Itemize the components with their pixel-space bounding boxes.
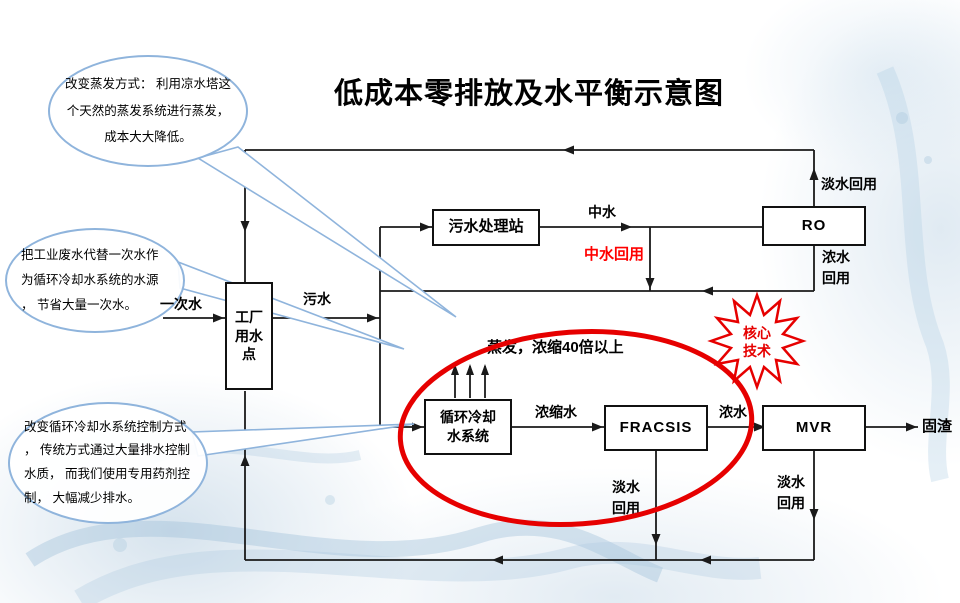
node-label: 水系统	[447, 428, 489, 444]
label-line: 回用	[822, 270, 850, 286]
callout-line: 水质， 而我们使用专用药剂控	[24, 467, 190, 481]
callout-line: ， 节省大量一次水。	[21, 298, 137, 312]
label-reclaimed-water-reuse: 中水回用	[584, 246, 645, 263]
label-line: 淡水	[777, 474, 805, 490]
callout-line: 制， 大幅减少排水。	[24, 490, 140, 505]
label-solid-residue: 固渣	[922, 418, 953, 435]
node-fracsis: FRACSIS	[604, 405, 708, 451]
flow-arrowheads	[213, 145, 917, 565]
node-label: MVR	[795, 418, 833, 436]
label-concentrate: 浓水	[719, 404, 747, 420]
callout-line: 把工业废水代替一次水作	[21, 248, 159, 262]
diagram-title: 低成本零排放及水平衡示意图	[334, 78, 725, 110]
label-concentrate-water: 浓缩水	[535, 404, 577, 420]
node-label: 循环冷却	[440, 409, 496, 426]
label-line: 回用	[612, 500, 640, 516]
node-circulating-cooling-system: 循环冷却 水系统	[424, 399, 512, 455]
node-label: FRACSIS	[619, 418, 693, 436]
label-reclaimed-water: 中水	[588, 204, 616, 220]
callout-control: 改变循环冷却水系统控制方式 ， 传统方式通过大量排水控制 水质， 而我们使用专用…	[8, 402, 208, 524]
label-fresh-reuse-mvr: 淡水 回用	[777, 472, 805, 514]
node-factory-water-point: 工厂 用水 点	[225, 282, 273, 390]
label-line: 回用	[777, 495, 805, 511]
node-label: 点	[242, 346, 256, 363]
node-label: 工厂	[235, 308, 263, 325]
node-label: RO	[801, 216, 827, 234]
label-line: 浓水	[822, 249, 850, 265]
node-label: 用水	[235, 327, 263, 344]
label-fresh-reuse-fracsis: 淡水 回用	[612, 477, 640, 519]
label-primary-water: 一次水	[160, 296, 202, 312]
callout-line: 个天然的蒸发系统进行蒸发，	[66, 103, 230, 118]
label-concentrated-water-reuse: 浓水 回用	[822, 247, 850, 289]
label-sewage: 污水	[303, 291, 331, 307]
node-mvr: MVR	[762, 405, 866, 451]
label-line: 淡水	[612, 479, 640, 495]
node-sewage-treatment-station: 污水处理站	[432, 209, 540, 246]
callout-wastewater: 把工业废水代替一次水作 为循环冷却水系统的水源 ， 节省大量一次水。	[5, 228, 185, 333]
callout-evaporation: 改变蒸发方式： 利用凉水塔这 个天然的蒸发系统进行蒸发， 成本大大降低。	[48, 55, 248, 167]
node-ro: RO	[762, 206, 866, 246]
core-tech-badge: 核心 技术	[707, 291, 807, 391]
callout-tail-evaporation	[196, 146, 457, 318]
starburst-icon	[707, 291, 807, 391]
callout-line: 为循环冷却水系统的水源	[21, 273, 159, 287]
callout-line: 改变循环冷却水系统控制方式	[24, 419, 187, 434]
badge-text-line: 核心	[743, 325, 771, 341]
callout-line: 成本大大降低。	[104, 130, 192, 145]
callout-line: ， 传统方式通过大量排水控制	[24, 443, 190, 458]
label-fresh-water-reuse-top: 淡水回用	[821, 176, 877, 192]
callout-line: 改变蒸发方式： 利用凉水塔这	[65, 76, 231, 91]
highlight-ellipse	[397, 328, 755, 528]
node-label: 污水处理站	[448, 218, 524, 236]
label-evaporation: 蒸发，浓缩40倍以上	[487, 339, 624, 356]
badge-text-line: 技术	[743, 343, 771, 359]
